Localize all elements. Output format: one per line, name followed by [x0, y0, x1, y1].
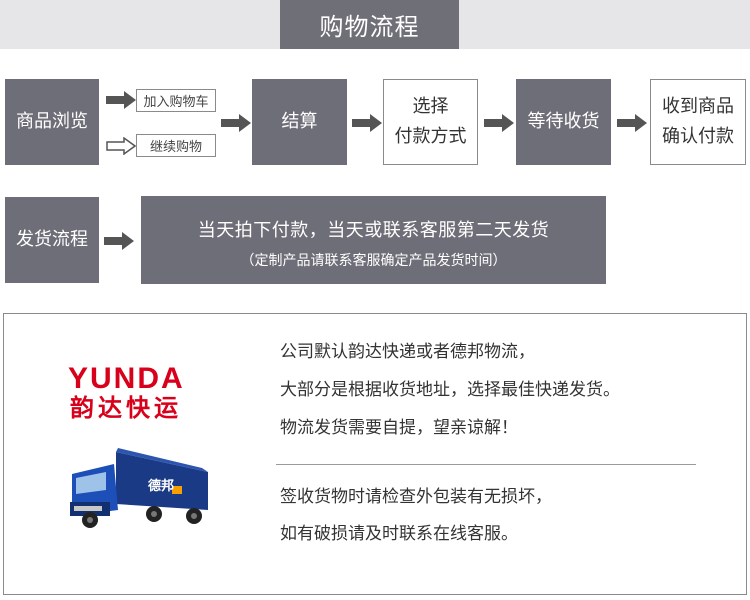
shipping-flow-label: 发货流程 — [5, 197, 99, 283]
add-cart-label: 加入购物车 — [136, 89, 216, 112]
yunda-logo-cn: 韵达快运 — [70, 394, 182, 422]
arrow-right-icon — [352, 114, 382, 132]
arrow-right-outline-icon — [106, 137, 136, 155]
payment-method-line2: 付款方式 — [394, 126, 467, 147]
step-checkout: 结算 — [252, 79, 347, 165]
shipping-note-main: 当天拍下付款，当天或联系客服第二天发货 — [197, 220, 550, 241]
step-confirm-payment: 收到商品 确认付款 — [650, 79, 746, 165]
shipping-note-sub: （定制产品请联系客服确定产品发货时间） — [240, 253, 507, 269]
inspect-package-note: 签收货物时请检查外包装有无损坏， — [280, 487, 552, 507]
arrow-right-icon — [617, 114, 647, 132]
confirm-line1: 收到商品 — [662, 96, 734, 117]
divider — [276, 464, 696, 465]
arrow-right-icon — [106, 91, 136, 109]
yunda-logo: YUNDA — [68, 362, 185, 395]
arrow-right-icon — [484, 114, 514, 132]
step-await-delivery: 等待收货 — [516, 79, 611, 165]
continue-shopping-label: 继续购物 — [136, 134, 216, 157]
damage-contact-note: 如有破损请及时联系在线客服。 — [280, 524, 518, 544]
step-browse: 商品浏览 — [5, 79, 99, 165]
confirm-line2: 确认付款 — [662, 126, 734, 147]
payment-method-line1: 选择 — [412, 96, 449, 117]
truck-brand-text: 德邦 — [148, 478, 174, 494]
self-pickup-note: 物流发货需要自提，望亲谅解！ — [280, 418, 518, 438]
arrow-right-icon — [221, 114, 251, 132]
courier-choice-note: 大部分是根据收货地址，选择最佳快递发货。 — [280, 380, 620, 400]
arrow-right-icon — [104, 232, 134, 250]
page-title: 购物流程 — [280, 0, 459, 49]
shipping-note: 当天拍下付款，当天或联系客服第二天发货 （定制产品请联系客服确定产品发货时间） — [141, 196, 606, 284]
truck-image: 德邦 — [70, 448, 208, 528]
step-payment-method: 选择 付款方式 — [383, 79, 478, 165]
courier-default-note: 公司默认韵达快递或者德邦物流， — [280, 342, 535, 362]
